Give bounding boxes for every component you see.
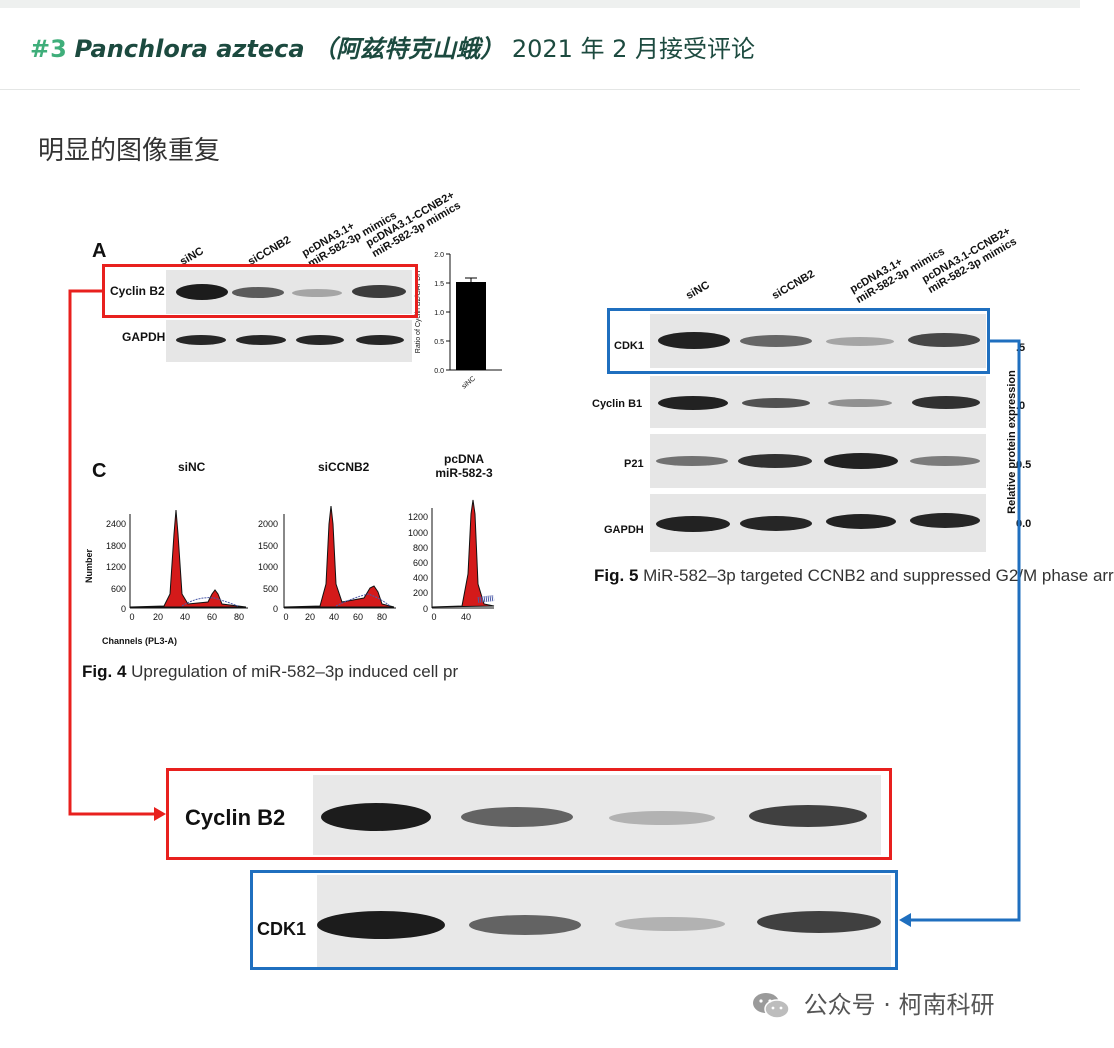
zoom-cdk1-blot <box>317 875 891 967</box>
fig5-cyclinb1-blot <box>650 376 986 428</box>
species-name: Panchlora azteca <box>74 35 305 63</box>
review-date: 2021 年 2 月接受评论 <box>511 35 756 63</box>
panel-a-label: A <box>92 240 107 262</box>
red-arrowhead <box>154 807 166 821</box>
svg-text:40: 40 <box>461 612 471 622</box>
svg-text:800: 800 <box>413 543 428 553</box>
svg-text:600: 600 <box>413 558 428 568</box>
zoom-cdk1-box: CDK1 <box>250 870 898 970</box>
top-strip <box>0 0 1080 8</box>
fig4-gapdh-blot <box>166 320 412 362</box>
hist-xlabel: Channels (PL3-A) <box>102 636 177 646</box>
svg-text:1200: 1200 <box>408 512 428 522</box>
svg-text:600: 600 <box>111 584 126 594</box>
svg-text:80: 80 <box>377 612 387 622</box>
fig5-row-label: Cyclin B1 <box>592 398 643 410</box>
case-header: #3 Panchlora azteca （阿兹特克山蛾） 2021 年 2 月接… <box>0 8 1080 90</box>
bar-tick: 1.5 <box>434 281 444 288</box>
bar-tick: 0.0 <box>434 368 444 375</box>
panel-c-label: C <box>92 460 107 482</box>
wechat-icon <box>753 993 790 1019</box>
fig4-bar-chart: 2.0 1.5 1.0 0.5 0.0 Ratio of Cyclin B2/G… <box>415 252 502 391</box>
svg-text:0: 0 <box>431 612 436 622</box>
fig5-caption-text: MiR-582–3p targeted CCNB2 and suppressed… <box>643 566 1114 585</box>
hist-title: siCCNB2 <box>318 460 370 474</box>
fig5-row-label: GAPDH <box>604 524 644 536</box>
species-cn-name: （阿兹特克山蛾） <box>312 35 505 63</box>
svg-text:200: 200 <box>413 588 428 598</box>
bar-sinc <box>456 282 486 370</box>
fig4-row-label: GAPDH <box>122 330 166 344</box>
svg-text:60: 60 <box>207 612 217 622</box>
fig4-histograms: Number Channels (PL3-A) 2400 1800 1200 6… <box>84 499 495 646</box>
fig5-p21-blot <box>650 434 986 488</box>
svg-text:0: 0 <box>273 604 278 614</box>
svg-text:80: 80 <box>234 612 244 622</box>
svg-text:20: 20 <box>153 612 163 622</box>
svg-text:0: 0 <box>423 604 428 614</box>
bar-tick: 1.0 <box>434 310 444 317</box>
svg-text:40: 40 <box>329 612 339 622</box>
svg-text:1200: 1200 <box>106 562 126 572</box>
fig5-side-tick: .5 <box>1016 342 1026 354</box>
zoom-top-label: Cyclin B2 <box>185 805 286 830</box>
fig4-row-label: Cyclin B2 <box>110 284 165 298</box>
fig4-caption-text: Upregulation of miR-582–3p induced cell … <box>131 662 459 681</box>
blue-arrowhead <box>899 913 911 927</box>
svg-text:0: 0 <box>283 612 288 622</box>
hist-title: pcDNA miR-582-3 <box>435 452 493 480</box>
zoom-cyclinb2-blot <box>313 775 881 855</box>
svg-text:1000: 1000 <box>408 528 428 538</box>
svg-text:1500: 1500 <box>258 541 278 551</box>
bar-tick: 0.5 <box>434 339 444 346</box>
fig5-gapdh-blot <box>650 494 986 552</box>
fig4-cyclinb2-blot <box>166 270 412 314</box>
hist-title: siNC <box>178 460 206 474</box>
svg-text:20: 20 <box>305 612 315 622</box>
svg-text:2000: 2000 <box>258 519 278 529</box>
section-title: 明显的图像重复 <box>38 136 221 166</box>
svg-text:1800: 1800 <box>106 541 126 551</box>
case-number: #3 <box>30 35 67 63</box>
svg-text:500: 500 <box>263 584 278 594</box>
red-connector <box>68 289 160 816</box>
fig5-row-label: P21 <box>624 458 644 470</box>
svg-text:0: 0 <box>129 612 134 622</box>
fig5-caption-label: Fig. 5 <box>594 566 639 585</box>
bar-tick: 2.0 <box>434 252 444 259</box>
svg-text:2400: 2400 <box>106 519 126 529</box>
footer-credit: 公众号 · 柯南科研 <box>752 985 995 1021</box>
bar-ylabel: Ratio of Cyclin B2/GAPDH <box>415 271 422 353</box>
blue-connector <box>906 339 1021 922</box>
svg-text:60: 60 <box>353 612 363 622</box>
fig5-caption: Fig. 5 MiR-582–3p targeted CCNB2 and sup… <box>594 566 1114 586</box>
fig5-cdk1-blot <box>650 314 986 368</box>
svg-text:0: 0 <box>121 604 126 614</box>
fig5-row-label: CDK1 <box>614 340 644 352</box>
hist-ylabel: Number <box>84 549 94 584</box>
footer-text: 公众号 · 柯南科研 <box>803 991 995 1019</box>
case-title: #3 Panchlora azteca （阿兹特克山蛾） 2021 年 2 月接… <box>30 34 755 64</box>
zoom-bottom-label: CDK1 <box>257 919 307 939</box>
fig4-caption-label: Fig. 4 <box>82 662 127 681</box>
comparison-figure: A siNC siCCNB2 pcDNA3.1+ miR-582-3p mimi… <box>68 189 1114 970</box>
fig4-caption: Fig. 4 Upregulation of miR-582–3p induce… <box>82 662 496 682</box>
connector-arrows <box>68 289 1021 927</box>
svg-text:1000: 1000 <box>258 562 278 572</box>
fig5-side-tick: .0 <box>1016 400 1026 412</box>
zoom-cyclinb2-box: Cyclin B2 <box>166 768 892 860</box>
svg-text:400: 400 <box>413 573 428 583</box>
svg-text:40: 40 <box>180 612 190 622</box>
